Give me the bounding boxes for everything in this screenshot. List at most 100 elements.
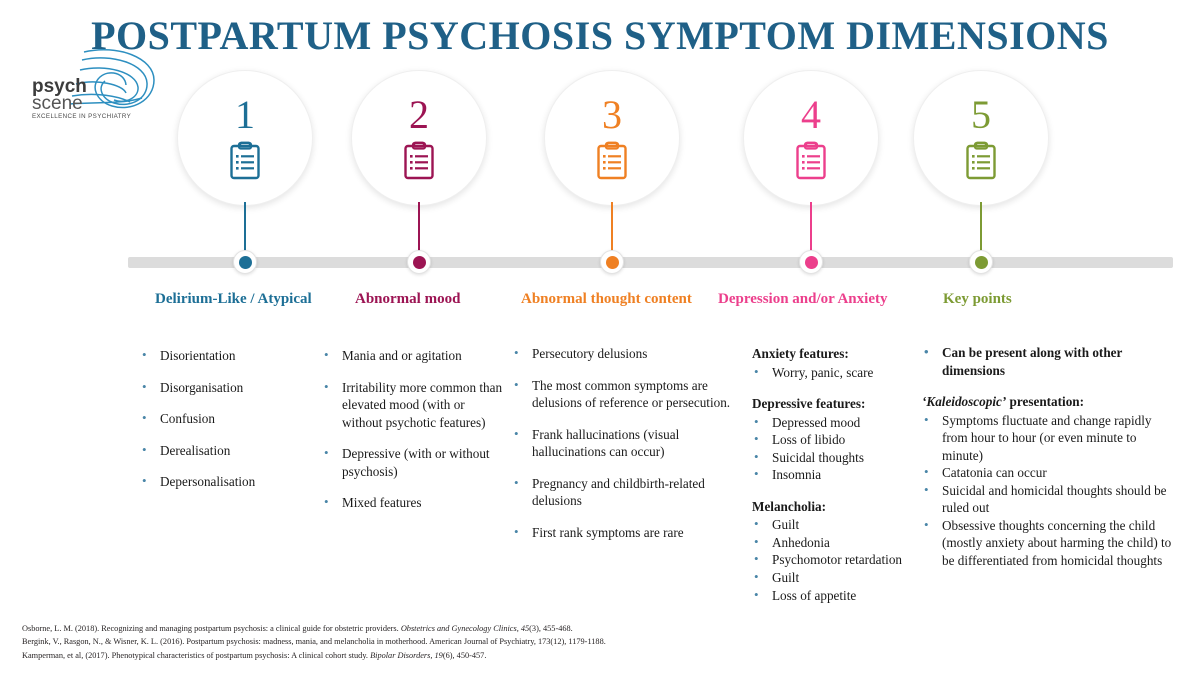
bullet-list: Worry, panic, scare [752, 363, 932, 382]
list-item: Psychomotor retardation [752, 550, 932, 569]
content-block: Depressive features:Depressed moodLoss o… [752, 395, 932, 484]
content-subheading: Melancholia: [752, 498, 826, 514]
clipboard-checklist-icon [796, 141, 826, 180]
timeline-dot-core-2 [412, 255, 426, 269]
column-heading-2: Abnormal mood [355, 291, 461, 307]
dimension-circle-5: 5 [913, 70, 1049, 206]
list-item: Mixed features [322, 493, 507, 512]
dimension-circle-2: 2 [351, 70, 487, 206]
list-item: Can be present along with other dimensio… [922, 343, 1172, 379]
citation: Bergink, V., Rasgon, N., & Wisner, K. L.… [22, 637, 606, 647]
column-heading-3: Abnormal thought content [521, 291, 692, 307]
list-item: Symptoms fluctuate and change rapidly fr… [922, 411, 1172, 465]
column-content-1: DisorientationDisorganisationConfusionDe… [140, 346, 330, 505]
timeline-dot-core-4 [804, 255, 818, 269]
wave-swirl-logo-icon: psych scene EXCELLENCE IN PSYCHIATRY [32, 48, 155, 120]
list-item: Suicidal thoughts [752, 448, 932, 467]
bullet-list: Mania and or agitationIrritability more … [322, 346, 507, 512]
dimension-number-5: 5 [971, 92, 991, 137]
bullet-list: Symptoms fluctuate and change rapidly fr… [922, 411, 1172, 570]
list-item: Disorganisation [140, 378, 330, 397]
timeline-dot-core-5 [974, 255, 988, 269]
column-content-2: Mania and or agitationIrritability more … [322, 346, 507, 526]
list-item: First rank symptoms are rare [512, 523, 737, 542]
timeline-dot-core-3 [605, 255, 619, 269]
bullet-list: GuiltAnhedoniaPsychomotor retardationGui… [752, 515, 932, 605]
bullet-list: Persecutory delusionsThe most common sym… [512, 344, 737, 542]
dimension-number-4: 4 [801, 92, 821, 137]
list-item: The most common symptoms are delusions o… [512, 376, 737, 412]
connector-line-1 [244, 202, 246, 262]
citation: Osborne, L. M. (2018). Recognizing and m… [22, 624, 573, 633]
content-subheading: Anxiety features: [752, 346, 849, 361]
content-block: Can be present along with other dimensio… [922, 343, 1172, 379]
list-item: Guilt [752, 515, 932, 534]
content-block: Anxiety features: Worry, panic, scare [752, 345, 932, 381]
connector-line-5 [980, 202, 982, 262]
list-item: Irritability more common than elevated m… [322, 378, 507, 432]
dimension-circle-3: 3 [544, 70, 680, 206]
bullet-list: Can be present along with other dimensio… [922, 343, 1172, 379]
timeline-dot-4 [799, 250, 823, 274]
clipboard-checklist-icon [230, 141, 260, 180]
dimension-number-3: 3 [602, 92, 622, 137]
list-item: Depressed mood [752, 413, 932, 432]
connector-line-4 [810, 202, 812, 262]
list-item: Persecutory delusions [512, 344, 737, 363]
list-item: Worry, panic, scare [752, 363, 932, 382]
timeline-dot-2 [407, 250, 431, 274]
list-item: Insomnia [752, 465, 932, 484]
list-item: Loss of appetite [752, 586, 932, 605]
bullet-list: DisorientationDisorganisationConfusionDe… [140, 346, 330, 491]
list-item: Derealisation [140, 441, 330, 460]
timeline-dot-5 [969, 250, 993, 274]
content-block: Persecutory delusionsThe most common sym… [512, 344, 737, 542]
dimension-circle-1: 1 [177, 70, 313, 206]
dimension-circle-4: 4 [743, 70, 879, 206]
content-subheading: ‘Kaleidoscopic’ presentation: [922, 394, 1085, 410]
content-block: Melancholia:GuiltAnhedoniaPsychomotor re… [752, 498, 932, 604]
logo-word-scene: scene [32, 93, 83, 114]
connector-line-3 [611, 202, 613, 262]
list-item: Depressive (with or without psychosis) [322, 444, 507, 480]
logo-word-psych: psych [32, 76, 87, 97]
page-title: POSTPARTUM PSYCHOSIS SYMPTOM DIMENSIONS [91, 13, 1109, 58]
list-item: Obsessive thoughts concerning the child … [922, 516, 1172, 570]
psych-scene-logo: psych scene EXCELLENCE IN PSYCHIATRY [26, 44, 166, 122]
column-heading-4: Depression and/or Anxiety [718, 291, 888, 307]
column-content-5: Can be present along with other dimensio… [922, 343, 1172, 570]
column-content-3: Persecutory delusionsThe most common sym… [512, 344, 737, 555]
timeline-dot-core-1 [238, 255, 252, 269]
dimension-number-1: 1 [235, 92, 255, 137]
list-item: Mania and or agitation [322, 346, 507, 365]
list-item: Frank hallucinations (visual hallucinati… [512, 425, 737, 461]
column-heading-5: Key points [943, 291, 1012, 307]
citation: Kamperman, et al, (2017). Phenotypical c… [22, 650, 487, 660]
logo-tagline: EXCELLENCE IN PSYCHIATRY [32, 113, 131, 120]
clipboard-checklist-icon [597, 141, 627, 180]
connector-line-2 [418, 202, 420, 262]
list-item: Depersonalisation [140, 472, 330, 491]
list-item: Suicidal and homicidal thoughts should b… [922, 481, 1172, 517]
column-heading-1: Delirium-Like / Atypical [155, 291, 312, 307]
list-item: Anhedonia [752, 533, 932, 552]
list-item: Disorientation [140, 346, 330, 365]
list-item: Loss of libido [752, 430, 932, 449]
list-item: Pregnancy and childbirth-related delusio… [512, 474, 737, 510]
timeline-dot-1 [233, 250, 257, 274]
timeline-bar [128, 257, 1173, 268]
list-item: Confusion [140, 409, 330, 428]
column-content-4: Anxiety features: Worry, panic, scareDepr… [752, 345, 932, 604]
dimension-number-2: 2 [409, 92, 429, 137]
list-item: Catatonia can occur [922, 463, 1172, 482]
citation-list: Osborne, L. M. (2018). Recognizing and m… [22, 622, 1022, 662]
list-item: Guilt [752, 568, 932, 587]
clipboard-checklist-icon [404, 141, 434, 180]
content-block: DisorientationDisorganisationConfusionDe… [140, 346, 330, 491]
content-block: Mania and or agitationIrritability more … [322, 346, 507, 512]
clipboard-checklist-icon [966, 141, 996, 180]
content-subheading: Depressive features: [752, 396, 866, 412]
bullet-list: Depressed moodLoss of libidoSuicidal tho… [752, 413, 932, 484]
timeline-dot-3 [600, 250, 624, 274]
